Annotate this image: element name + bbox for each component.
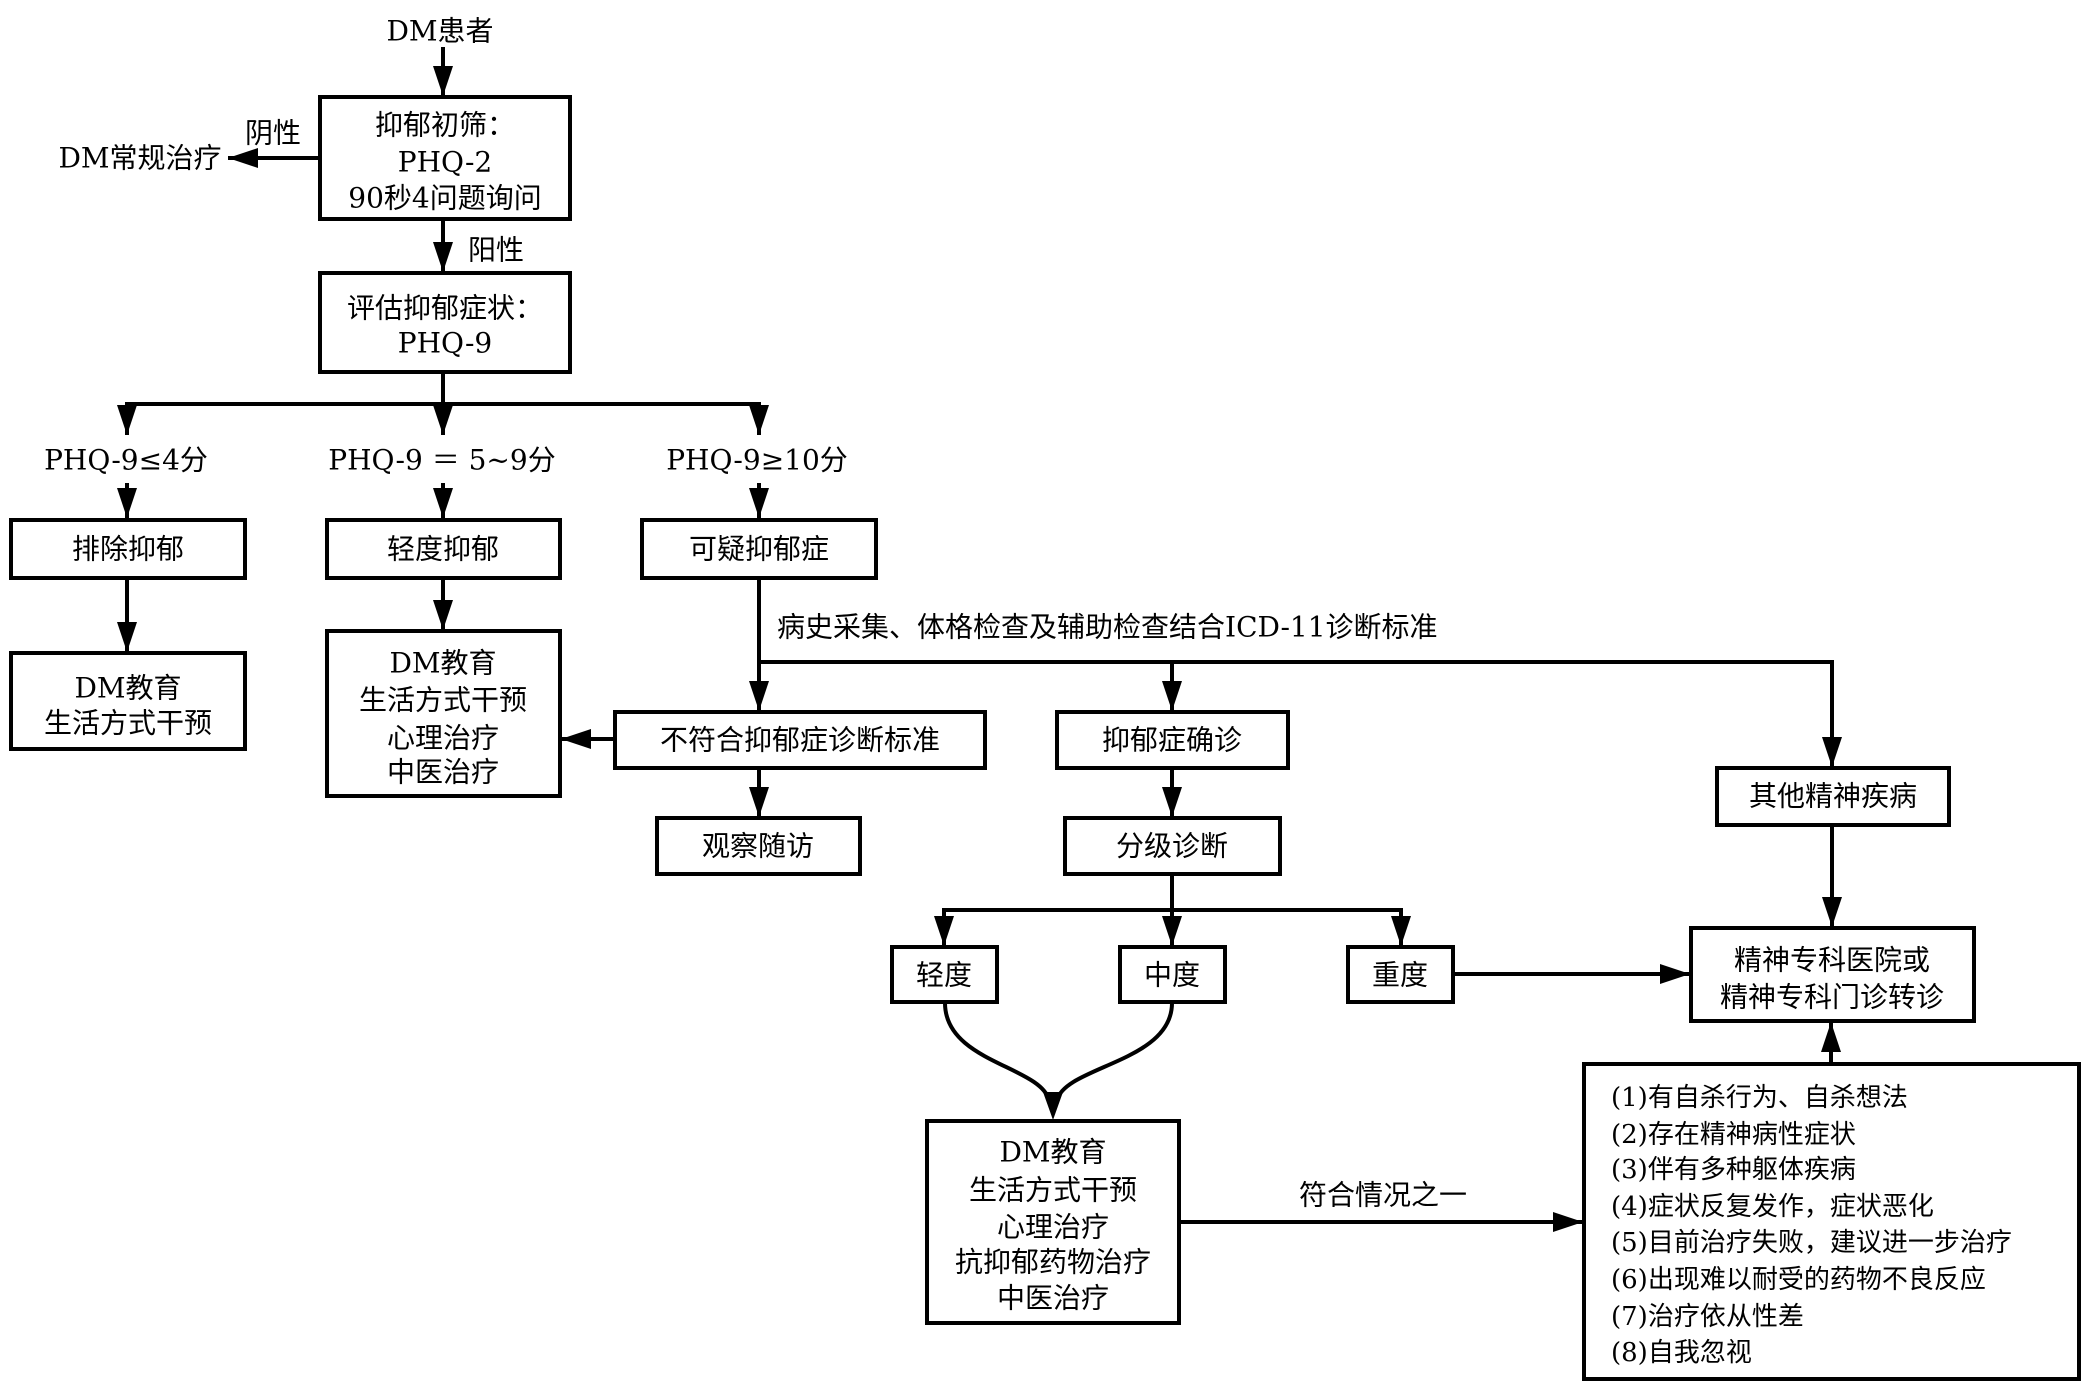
start-label: DM患者 [386, 15, 493, 48]
criteria-item: (3)伴有多种躯体疾病 [1611, 1155, 1856, 1185]
referral-box [1689, 926, 1976, 1023]
criteria-box [1582, 1062, 2081, 1381]
curve-mild-to-treatment [943, 1002, 1051, 1101]
mild-management-line: 生活方式干预 [359, 684, 527, 717]
exclude-management-line: 生活方式干预 [44, 707, 212, 740]
criteria-item: (1)有自杀行为、自杀想法 [1611, 1083, 1908, 1113]
criteria-item: (6)出现难以耐受的药物不良反应 [1611, 1265, 1986, 1295]
diagnosis-method-label: 病史采集、体格检查及辅助检查结合ICD-11诊断标准 [777, 611, 1438, 644]
treatment-line: DM教育 [999, 1136, 1106, 1169]
follow-up-label: 观察随访 [702, 830, 814, 863]
criteria-item: (8)自我忽视 [1611, 1338, 1752, 1368]
treatment-line: 抗抑郁药物治疗 [955, 1246, 1151, 1279]
mild-management-line: 心理治疗 [387, 722, 499, 755]
severity-severe-label: 重度 [1372, 959, 1428, 992]
assessment-line: PHQ-9 [398, 327, 493, 360]
curve-moderate-to-treatment [1055, 1002, 1174, 1101]
routine-treatment-label: DM常规治疗 [58, 142, 221, 175]
treatment-line: 生活方式干预 [969, 1174, 1137, 1207]
criteria-item: (7)治疗依从性差 [1611, 1302, 1804, 1332]
follow-up-box [655, 816, 862, 876]
branch-condition: PHQ-9≤4分 [44, 444, 208, 477]
mild-depression-box [325, 518, 562, 580]
referral-line: 精神专科门诊转诊 [1720, 981, 1944, 1014]
other-disorders-label: 其他精神疾病 [1749, 780, 1917, 813]
mild-management-line: 中医治疗 [387, 756, 499, 789]
screening-line: 90秒4问题询问 [348, 182, 541, 215]
criteria-item: (2)存在精神病性症状 [1611, 1120, 1856, 1150]
not-meeting-label: 不符合抑郁症诊断标准 [660, 724, 940, 757]
criteria-condition-label: 符合情况之一 [1299, 1179, 1467, 1212]
severity-moderate-label: 中度 [1144, 959, 1200, 992]
confirmed-label: 抑郁症确诊 [1102, 724, 1242, 757]
arrowhead-treatment [1043, 1092, 1063, 1120]
severity-mild-box [890, 945, 999, 1004]
grading-box [1063, 816, 1282, 876]
mild-depression-label: 轻度抑郁 [387, 533, 499, 566]
branch-condition: PHQ-9 ＝ 5~9分 [328, 444, 555, 477]
exclude-management-line: DM教育 [74, 672, 181, 705]
not-meeting-box [613, 710, 987, 770]
branch-condition: PHQ-9≥10分 [666, 444, 848, 477]
screening-line: PHQ-2 [398, 146, 493, 179]
criteria-item: (4)症状反复发作，症状恶化 [1611, 1192, 1934, 1222]
confirmed-box [1055, 710, 1290, 770]
screening-box [318, 95, 572, 221]
assessment-box [318, 271, 572, 374]
exclude-depression-box [9, 518, 247, 580]
positive-label: 阳性 [468, 234, 524, 267]
treatment-line: 中医治疗 [997, 1282, 1109, 1315]
assessment-line: 评估抑郁症状： [347, 292, 543, 325]
negative-label: 阴性 [245, 117, 301, 150]
suspected-depression-box [640, 518, 878, 580]
referral-line: 精神专科医院或 [1734, 944, 1930, 977]
other-disorders-box [1715, 766, 1951, 827]
mild-management-box [325, 629, 562, 798]
exclude-depression-label: 排除抑郁 [72, 533, 184, 566]
treatment-line: 心理治疗 [997, 1211, 1109, 1244]
treatment-box [925, 1119, 1181, 1325]
severity-severe-box [1346, 945, 1455, 1004]
screening-line: 抑郁初筛： [375, 109, 515, 142]
grading-label: 分级诊断 [1116, 830, 1228, 863]
exclude-management-box [9, 651, 247, 751]
severity-mild-label: 轻度 [916, 959, 972, 992]
mild-management-line: DM教育 [389, 647, 496, 680]
suspected-depression-label: 可疑抑郁症 [689, 533, 829, 566]
criteria-item: (5)目前治疗失败，建议进一步治疗 [1611, 1228, 2012, 1258]
severity-moderate-box [1118, 945, 1227, 1004]
